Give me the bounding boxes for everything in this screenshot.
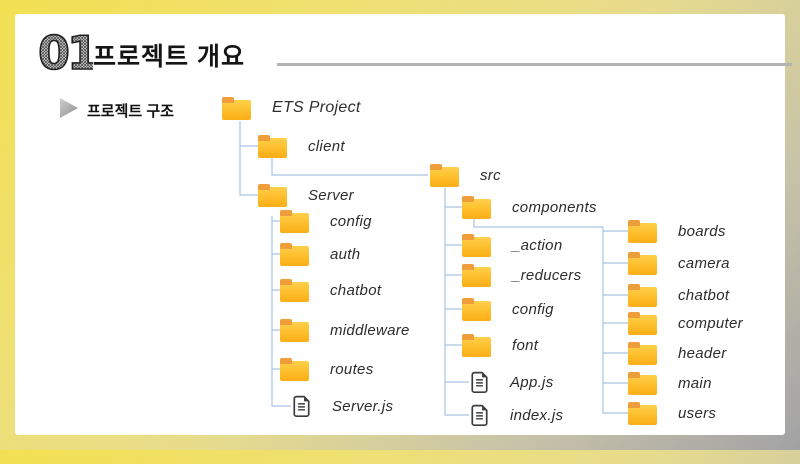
tree-node-label: header bbox=[678, 344, 727, 362]
tree-node-src: src bbox=[430, 162, 501, 188]
tree-node-camera: camera bbox=[628, 250, 730, 276]
folder-icon bbox=[462, 297, 491, 321]
connector-server-trunk bbox=[271, 216, 291, 407]
tree-node-label: camera bbox=[678, 254, 730, 272]
tree-node-label: components bbox=[512, 198, 597, 216]
tree-node-label: routes bbox=[330, 360, 374, 378]
folder-icon bbox=[280, 318, 309, 342]
folder-icon bbox=[628, 219, 657, 243]
tree-node-label: users bbox=[678, 404, 717, 422]
tree-node-action: _action bbox=[462, 232, 562, 258]
tree-node-label: src bbox=[480, 166, 501, 184]
connector-components-elbow bbox=[473, 218, 603, 228]
tree-node-label: _reducers bbox=[512, 266, 582, 284]
tree-node-label: computer bbox=[678, 314, 743, 332]
tree-node-server-js: Server.js bbox=[293, 393, 393, 419]
tree-node-chatbot-components: chatbot bbox=[628, 282, 729, 308]
tree-node-ets-project: ETS Project bbox=[222, 95, 361, 121]
tree-node-middleware: middleware bbox=[280, 317, 410, 343]
tree-node-boards: boards bbox=[628, 218, 726, 244]
folder-icon bbox=[628, 401, 657, 425]
file-icon bbox=[471, 371, 488, 393]
folder-icon bbox=[628, 341, 657, 365]
tree-node-label: main bbox=[678, 374, 712, 392]
tree-node-label: chatbot bbox=[678, 286, 730, 304]
slide-number-text: 01 bbox=[38, 26, 93, 76]
slide-card: 01 프로젝트 개요 프로젝트 구조 ETS Project client Se… bbox=[15, 14, 792, 435]
tree-node-chatbot-server: chatbot bbox=[280, 277, 381, 303]
tree-node-label: App.js bbox=[510, 373, 554, 391]
tree-node-users: users bbox=[628, 400, 716, 426]
tree-node-label: boards bbox=[678, 222, 726, 240]
tree-node-label: config bbox=[512, 300, 554, 318]
tree-node-auth: auth bbox=[280, 241, 360, 267]
tree-node-config-src: config bbox=[462, 296, 554, 322]
slide-number: 01 bbox=[37, 26, 93, 76]
section-label: 프로젝트 구조 bbox=[87, 103, 174, 120]
folder-icon bbox=[280, 357, 309, 381]
folder-icon bbox=[628, 251, 657, 275]
tree-node-label: Server bbox=[308, 186, 354, 204]
tree-node-header: header bbox=[628, 340, 727, 366]
tree-node-label: index.js bbox=[510, 406, 564, 424]
connector-ets-trunk bbox=[239, 121, 258, 196]
tree-node-label: config bbox=[330, 212, 372, 230]
file-icon bbox=[471, 404, 488, 426]
folder-icon bbox=[258, 134, 287, 158]
tree-connectors bbox=[239, 121, 628, 416]
tree-node-client: client bbox=[258, 133, 345, 159]
folder-icon bbox=[280, 209, 309, 233]
tree-node-label: ETS Project bbox=[272, 99, 361, 116]
tree-node-index-js: index.js bbox=[471, 402, 563, 428]
folder-icon bbox=[258, 183, 287, 207]
folder-icon bbox=[628, 371, 657, 395]
tree-node-label: client bbox=[308, 137, 345, 155]
tree-node-label: Server.js bbox=[332, 397, 394, 415]
tree-node-label: _action bbox=[512, 236, 563, 254]
page-title: 프로젝트 개요 bbox=[93, 43, 245, 71]
folder-icon bbox=[462, 333, 491, 357]
tree-node-routes: routes bbox=[280, 356, 374, 382]
tree-node-label: middleware bbox=[330, 321, 410, 339]
folder-icon bbox=[430, 163, 459, 187]
tree-node-font: font bbox=[462, 332, 538, 358]
tree-node-computer: computer bbox=[628, 310, 743, 336]
tree-node-main: main bbox=[628, 370, 712, 396]
connector-client-to-src bbox=[271, 158, 428, 176]
tree-node-label: chatbot bbox=[330, 281, 382, 299]
folder-icon bbox=[280, 278, 309, 302]
tree-node-label: auth bbox=[330, 245, 361, 263]
folder-icon bbox=[462, 263, 491, 287]
folder-icon bbox=[628, 311, 657, 335]
connector-components-trunk bbox=[602, 227, 628, 414]
folder-icon bbox=[462, 195, 491, 219]
folder-icon bbox=[222, 96, 251, 120]
tree-node-components: components bbox=[462, 194, 597, 220]
tree-node-label: font bbox=[512, 336, 539, 354]
tree-node-app-js: App.js bbox=[471, 369, 554, 395]
tree-node-server: Server bbox=[258, 182, 354, 208]
folder-icon bbox=[628, 283, 657, 307]
title-underline bbox=[277, 63, 792, 66]
tree-node-config-server: config bbox=[280, 208, 372, 234]
folder-icon bbox=[462, 233, 491, 257]
connector-src-trunk bbox=[444, 188, 469, 416]
folder-icon bbox=[280, 242, 309, 266]
file-icon bbox=[293, 395, 310, 417]
tree-node-reducers: _reducers bbox=[462, 262, 581, 288]
